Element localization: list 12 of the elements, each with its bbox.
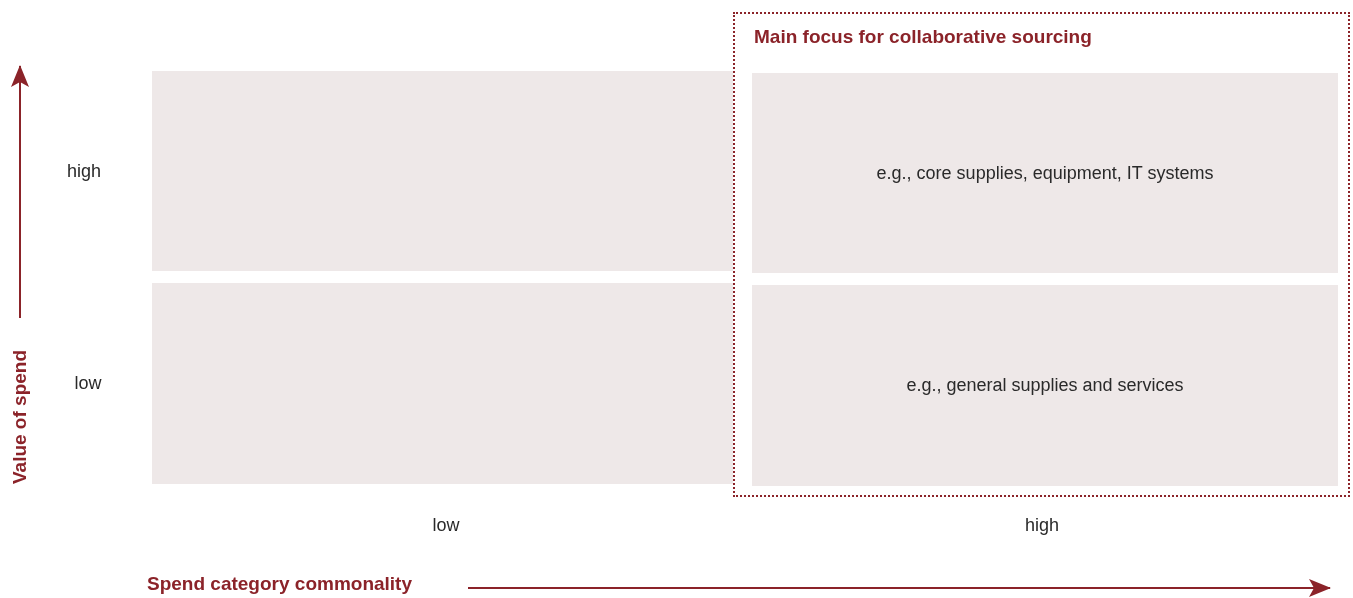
- axis-title: Spend category commonality: [147, 573, 412, 595]
- axis-label: low: [74, 372, 102, 394]
- focus-title: Main focus for collaborative sourcing: [754, 26, 1092, 48]
- axis-label: high: [1025, 514, 1059, 536]
- axis-label: low: [432, 514, 460, 536]
- axis-label: high: [67, 160, 101, 182]
- focus-area-box: [733, 12, 1350, 497]
- matrix-cell: [152, 283, 733, 484]
- cell-text: e.g., general supplies and services: [906, 375, 1184, 396]
- axis-title: Value of spend: [9, 349, 31, 485]
- matrix-cell: [152, 71, 733, 271]
- cell-text: e.g., core supplies, equipment, IT systems: [876, 162, 1214, 184]
